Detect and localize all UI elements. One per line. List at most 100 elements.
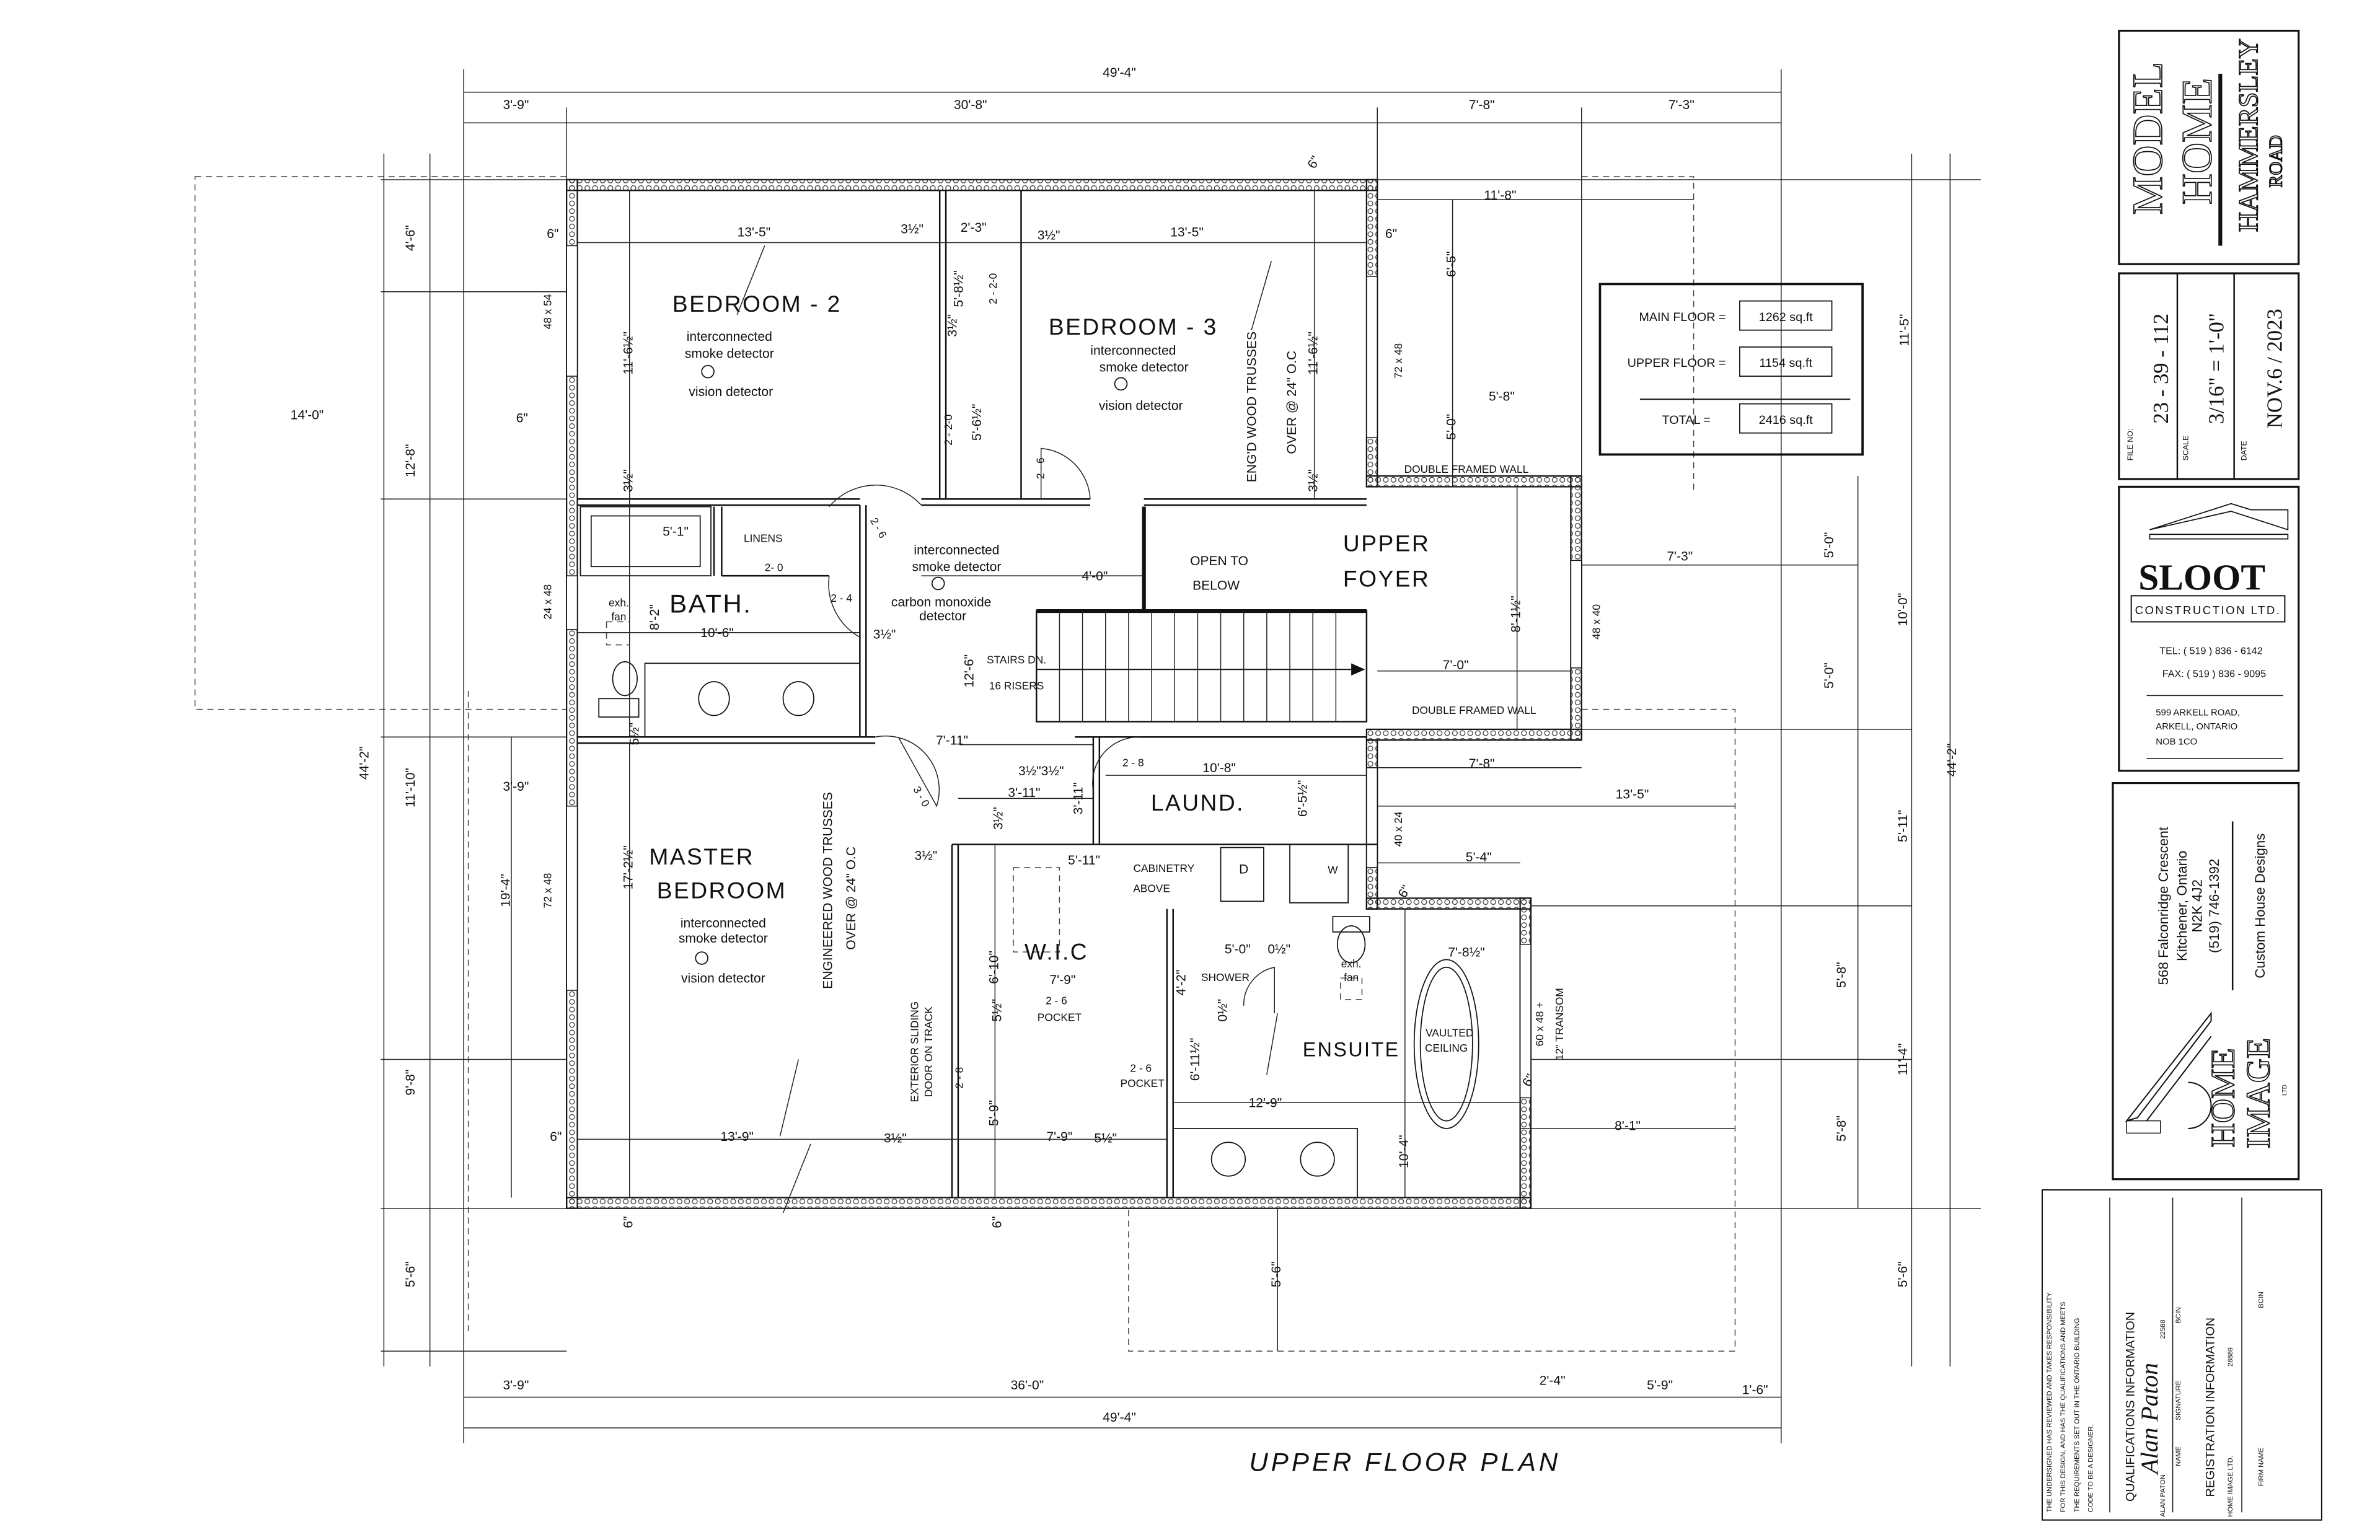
bcin-label: BCIN: [2175, 1307, 2182, 1324]
statement-line: THE REQUIREMENTS SET OUT IN THE ONTARIO …: [2073, 1318, 2081, 1513]
smoke-detector-icon: [1114, 377, 1128, 391]
dimension-label: 11'-4": [1896, 1043, 1910, 1075]
detector-icons: [695, 364, 1128, 965]
door-tag: 2 - 8: [953, 1067, 965, 1089]
dimension-label: 5'-11": [1068, 853, 1100, 868]
area-label: TOTAL =: [1662, 413, 1711, 427]
dimension-label: 30'-8": [954, 98, 987, 112]
window-tag: 48 x 54: [541, 294, 553, 329]
note: DOOR ON TRACK: [922, 1006, 935, 1097]
dimension-label: 3½": [1038, 229, 1060, 243]
dimension-label: 3½": [901, 222, 923, 237]
dimension-label: 11'-5": [1897, 314, 1911, 346]
room-bath: BATH.: [669, 589, 752, 618]
designer-address: Kitchener, Ontario: [2174, 851, 2190, 961]
project-road: ROAD: [2266, 135, 2286, 187]
dimension-label: 3½"3½": [1018, 764, 1064, 778]
scale-label: SCALE: [2181, 436, 2190, 461]
room-labels: BEDROOM - 2 BEDROOM - 3 BATH. LINENS OPE…: [649, 291, 1473, 1061]
washer-label: W: [1328, 864, 1338, 876]
dimension-label: 12'-8": [403, 444, 418, 477]
dimension-label: 6": [622, 1217, 636, 1228]
builder-name: SLOOT: [2138, 557, 2265, 597]
dimension-label: 9'-8": [403, 1070, 418, 1096]
dimension-label: 8'-1": [1615, 1119, 1641, 1133]
builder-tel: TEL: ( 519 ) 836 - 6142: [2159, 645, 2262, 656]
dimension-label: 5'-8½": [951, 270, 966, 307]
sink: [782, 681, 814, 716]
project-home: HOME: [2173, 78, 2221, 205]
firm-name: HOME IMAGE LTD.: [2227, 1456, 2234, 1517]
window-tag: 12" TRANSOM: [1553, 988, 1566, 1060]
logo-image: IMAGE: [2239, 1038, 2277, 1149]
dimension-label: 5'-6½": [970, 404, 984, 441]
statement-line: THE UNDERSIGNED HAS REVIEWED AND TAKES R…: [2046, 1292, 2053, 1513]
door-tags: 2 - 2-0 2 - 2-0 2 - 6 2- 0 2 - 4 2 - 6 3…: [765, 273, 1152, 1089]
dimension-label: 3'-11": [1072, 782, 1086, 814]
firm-name-label: FIRM NAME: [2258, 1448, 2265, 1486]
builder-subtitle: CONSTRUCTION LTD.: [2135, 604, 2281, 617]
plumbing-fixtures: [580, 506, 1479, 1199]
dimension-label: 36'-0": [1011, 1378, 1044, 1393]
area-row-total: TOTAL = 2416 sq.ft: [1662, 403, 1833, 434]
dimension-label: 5'-0": [1445, 414, 1459, 440]
room-bedroom-3: BEDROOM - 3: [1049, 314, 1218, 340]
designer-name: ALAN PATON: [2159, 1474, 2167, 1517]
dimension-label: 5½": [1094, 1131, 1117, 1145]
dimension-label: 6'-10": [987, 951, 1001, 984]
dimension-label: 3'-9": [503, 1378, 529, 1393]
door-tag: 2 - 8: [1122, 756, 1144, 768]
note: DOUBLE FRAMED WALL: [1412, 704, 1536, 716]
dimension-label: 4'-2": [1175, 970, 1189, 996]
dimension-label: 3½": [1307, 469, 1321, 492]
area-value: 2416 sq.ft: [1759, 413, 1813, 427]
dimension-label: 11'-8": [1484, 188, 1516, 203]
dimension-label: 6": [1305, 154, 1323, 171]
dimension-label: 5'-6": [1896, 1261, 1910, 1287]
room-bedroom-2: BEDROOM - 2: [672, 291, 842, 317]
washer: [1289, 843, 1349, 904]
dimension-label: 11'-6½": [1307, 332, 1321, 375]
stairs-label: STAIRS DN.: [987, 653, 1046, 666]
area-value: 1262 sq.ft: [1759, 310, 1813, 324]
file-no: 23 - 39 - 112: [2149, 314, 2173, 424]
signature-label: SIGNATURE: [2175, 1381, 2182, 1420]
dimension-label: 7'-11": [936, 734, 968, 748]
window-tag: 60 x 48 +: [1533, 1002, 1546, 1047]
room-foyer: FOYER: [1343, 565, 1430, 591]
dimension-label: 10'-8": [1202, 761, 1236, 775]
dimension-label: 1'-6": [1742, 1383, 1768, 1397]
dimension-label: 7'-9": [1049, 973, 1075, 987]
sink: [1300, 1142, 1335, 1177]
smoke-detector-icon: [931, 576, 945, 591]
door-tag: 3 - 0: [910, 784, 932, 809]
door-tag: 2 - 6: [1130, 1062, 1152, 1074]
door-tag: 2 - 2-0: [942, 415, 954, 446]
note: fan: [1344, 971, 1359, 983]
dimension-label: 6": [1385, 227, 1397, 241]
note: interconnected: [687, 330, 772, 344]
dimension-label: 13'-5": [1616, 787, 1649, 801]
dimension-label: 5'-8": [1835, 962, 1849, 988]
smoke-detector-icon: [695, 951, 708, 965]
note: smoke detector: [1100, 361, 1189, 375]
builder-block: SLOOT CONSTRUCTION LTD. TEL: ( 519 ) 836…: [2118, 485, 2300, 772]
area-value: 1154 sq.ft: [1759, 356, 1812, 370]
qualifications-block: THE UNDERSIGNED HAS REVIEWED AND TAKES R…: [2041, 1189, 2322, 1521]
builder-roof-logo: [2149, 503, 2289, 540]
window-tag: 40 x 24: [1392, 811, 1404, 847]
note: interconnected: [914, 543, 999, 557]
ceiling-label: CEILING: [1425, 1042, 1468, 1054]
dimension-label: 3½": [873, 628, 896, 642]
qualifications-heading: QUALIFICATIONS INFORMATION: [2124, 1312, 2138, 1502]
area-label: UPPER FLOOR =: [1628, 356, 1726, 370]
bathtub: [580, 506, 712, 576]
dimension-label: 13'-9": [720, 1130, 754, 1144]
dimension-label: 3½": [884, 1131, 907, 1145]
project-model: MODEL: [2124, 62, 2172, 215]
window-tag: 72 x 48: [541, 873, 553, 909]
sink: [698, 681, 730, 716]
logo-ltd: LTD: [2281, 1085, 2288, 1096]
room-master-bedroom: BEDROOM: [657, 877, 787, 903]
dimension-label: 5'-9": [1647, 1378, 1673, 1393]
